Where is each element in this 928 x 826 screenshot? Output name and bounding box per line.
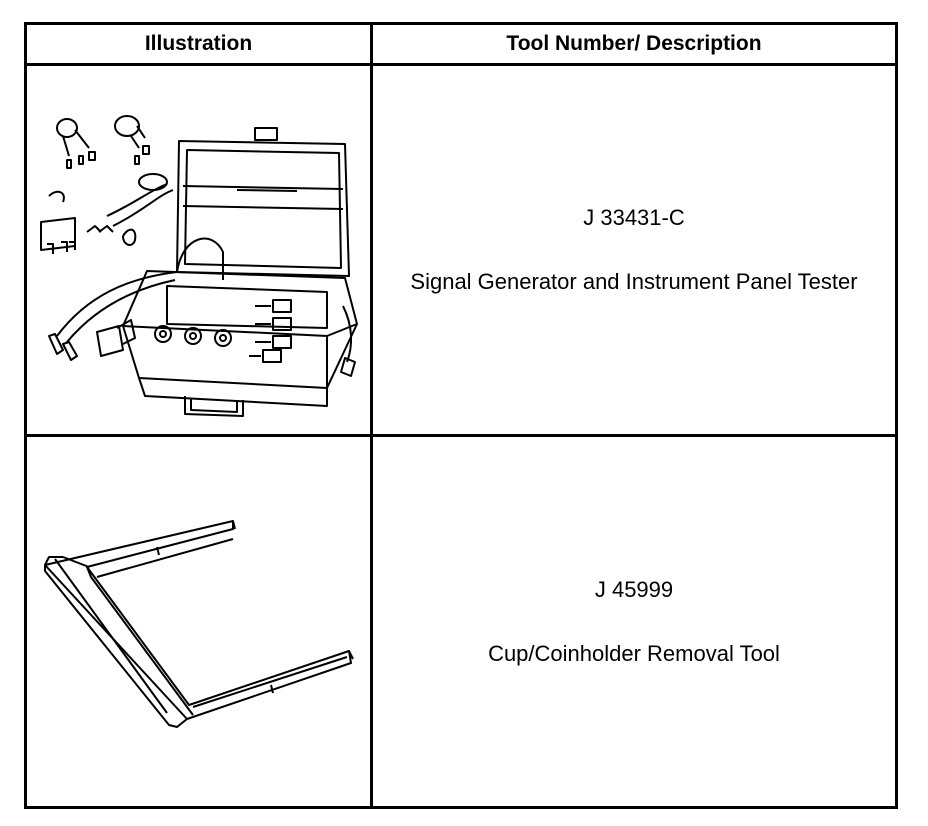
tool-number: J 33431-C (583, 205, 685, 230)
removal-tool-icon (44, 520, 354, 728)
illustration-cell (24, 434, 373, 809)
description-cell: J 45999 Cup/Coinholder Removal Tool (370, 434, 898, 809)
header-row: Illustration Tool Number/ Description (24, 22, 898, 66)
description-cell: J 33431-C Signal Generator and Instrumen… (370, 63, 898, 437)
table-row: J 45999 Cup/Coinholder Removal Tool (24, 434, 898, 809)
header-illustration: Illustration (24, 22, 373, 66)
tool-description: Cup/Coinholder Removal Tool (488, 640, 780, 666)
table-row: J 33431-C Signal Generator and Instrumen… (24, 63, 898, 437)
tool-table: Illustration Tool Number/ Description (24, 22, 898, 809)
header-tool-description: Tool Number/ Description (370, 22, 898, 66)
illustration-cell (24, 63, 373, 437)
tool-description: Signal Generator and Instrument Panel Te… (410, 269, 858, 294)
tool-number: J 45999 (594, 576, 674, 602)
signal-generator-kit-icon (40, 115, 358, 417)
